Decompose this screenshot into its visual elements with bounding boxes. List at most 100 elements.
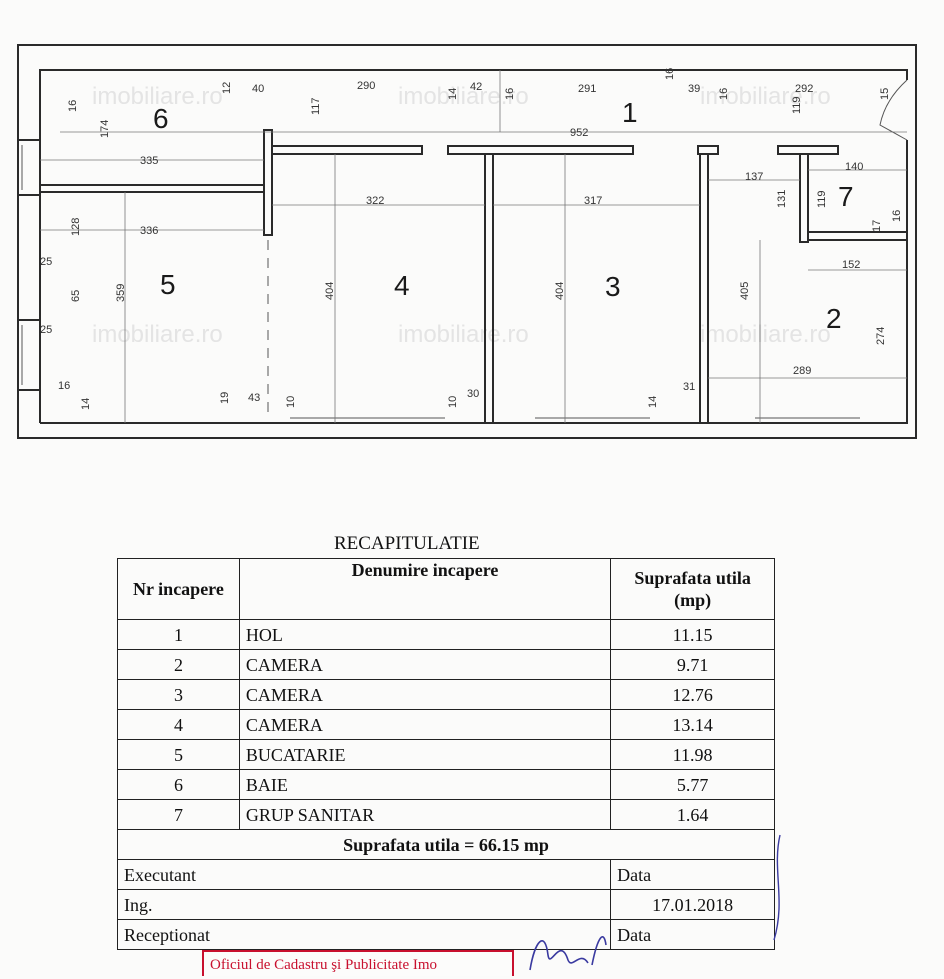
row-name: CAMERA xyxy=(238,649,612,680)
dim-label: 289 xyxy=(793,365,811,377)
row-area: 5.77 xyxy=(610,769,775,800)
receptionat-row: Receptionat Data xyxy=(116,919,775,950)
dim-label: 16 xyxy=(891,210,903,222)
receptionat-label: Receptionat xyxy=(116,919,612,950)
watermark: imobiliare.ro xyxy=(398,83,529,110)
row-name: CAMERA xyxy=(238,679,612,710)
dim-label: 25 xyxy=(40,324,52,336)
dim-label: 65 xyxy=(70,290,82,302)
room-numbers: 6 1 7 5 4 3 2 xyxy=(153,97,854,334)
dim-label: 322 xyxy=(366,195,384,207)
recap-table: Nr incapere Denumire incapere Suprafata … xyxy=(116,558,775,950)
dim-label: 117 xyxy=(310,97,322,115)
row-area: 1.64 xyxy=(610,799,775,830)
row-name: GRUP SANITAR xyxy=(238,799,612,830)
signature-icon xyxy=(773,834,781,941)
row-name: BUCATARIE xyxy=(238,739,612,770)
dim-label: 336 xyxy=(140,225,158,237)
dim-label: 16 xyxy=(67,100,79,112)
dim-label: 274 xyxy=(875,327,887,345)
header-area: Suprafata utila (mp) xyxy=(610,558,775,620)
total-area: Suprafata utila = 66.15 mp xyxy=(117,829,775,860)
dim-label: 16 xyxy=(58,380,70,392)
dim-label: 43 xyxy=(248,392,260,404)
room-number-3: 3 xyxy=(605,271,621,302)
engineer-row: Ing. 17.01.2018 xyxy=(116,889,775,920)
watermark: imobiliare.ro xyxy=(92,83,223,110)
walls xyxy=(17,44,917,439)
dimension-lines xyxy=(40,70,907,423)
room-number-4: 4 xyxy=(394,270,410,301)
dim-label: 131 xyxy=(776,190,788,208)
table-row: 4 CAMERA 13.14 xyxy=(117,709,775,740)
table-header-row: Nr incapere Denumire incapere Suprafata … xyxy=(117,558,775,620)
dim-label: 16 xyxy=(718,88,730,100)
dim-label: 25 xyxy=(40,256,52,268)
dim-label: 12 xyxy=(221,82,233,94)
dim-label: 290 xyxy=(357,80,375,92)
executant-row: Executant Data xyxy=(116,859,775,890)
dim-label: 10 xyxy=(447,396,459,408)
dim-label: 405 xyxy=(739,282,751,300)
dim-label: 128 xyxy=(70,218,82,236)
row-nr: 3 xyxy=(117,679,240,710)
watermark: imobiliare.ro xyxy=(700,83,831,110)
watermark: imobiliare.ro xyxy=(398,321,529,348)
row-name: CAMERA xyxy=(238,709,612,740)
floor-plan: imobiliare.ro imobiliare.ro imobiliare.r… xyxy=(17,44,917,439)
dimension-labels: 16 174 12 40 290 117 14 42 16 291 16 39 … xyxy=(40,68,903,410)
room-number-1: 1 xyxy=(622,97,638,128)
dim-label: 952 xyxy=(570,127,588,139)
row-nr: 5 xyxy=(117,739,240,770)
header-nr: Nr incapere xyxy=(117,558,240,620)
row-area: 11.15 xyxy=(610,619,775,650)
data-label-2: Data xyxy=(610,919,775,950)
dim-label: 17 xyxy=(871,220,883,232)
dim-label: 140 xyxy=(845,161,863,173)
row-nr: 2 xyxy=(117,649,240,680)
row-name: HOL xyxy=(238,619,612,650)
dim-label: 119 xyxy=(816,190,828,208)
engineer-name: Ing. xyxy=(116,889,612,920)
ocpi-stamp: Oficiul de Cadastru şi Publicitate Imo xyxy=(202,950,514,976)
dim-label: 14 xyxy=(80,398,92,410)
dim-label: 404 xyxy=(324,282,336,300)
table-row: 3 CAMERA 12.76 xyxy=(117,679,775,710)
watermark: imobiliare.ro xyxy=(92,321,223,348)
row-nr: 6 xyxy=(117,769,240,800)
dim-label: 14 xyxy=(447,88,459,100)
room-number-7: 7 xyxy=(838,181,854,212)
room-number-6: 6 xyxy=(153,103,169,134)
table-row: 5 BUCATARIE 11.98 xyxy=(117,739,775,770)
dim-label: 19 xyxy=(219,392,231,404)
table-row: 7 GRUP SANITAR 1.64 xyxy=(117,799,775,830)
dim-label: 42 xyxy=(470,81,482,93)
total-row: Suprafata utila = 66.15 mp xyxy=(117,829,775,860)
room-number-2: 2 xyxy=(826,303,842,334)
executant-label: Executant xyxy=(116,859,612,890)
dim-label: 10 xyxy=(285,396,297,408)
row-area: 13.14 xyxy=(610,709,775,740)
dim-label: 14 xyxy=(647,396,659,408)
dim-label: 119 xyxy=(791,96,803,114)
recap-title: RECAPITULATIE xyxy=(334,533,480,554)
dim-label: 30 xyxy=(467,388,479,400)
header-name: Denumire incapere xyxy=(238,558,612,620)
table-row: 1 HOL 11.15 xyxy=(117,619,775,650)
dim-label: 16 xyxy=(664,68,676,80)
dim-label: 15 xyxy=(879,88,891,100)
room-number-5: 5 xyxy=(160,269,176,300)
dim-label: 16 xyxy=(504,88,516,100)
dim-label: 335 xyxy=(140,155,158,167)
dim-label: 152 xyxy=(842,259,860,271)
executant-date: 17.01.2018 xyxy=(610,889,775,920)
row-nr: 7 xyxy=(117,799,240,830)
dim-label: 291 xyxy=(578,83,596,95)
dim-label: 317 xyxy=(584,195,602,207)
row-area: 12.76 xyxy=(610,679,775,710)
dim-label: 39 xyxy=(688,83,700,95)
signature-icon xyxy=(529,936,607,971)
table-row: 2 CAMERA 9.71 xyxy=(117,649,775,680)
dim-label: 359 xyxy=(115,284,127,302)
data-label: Data xyxy=(610,859,775,890)
